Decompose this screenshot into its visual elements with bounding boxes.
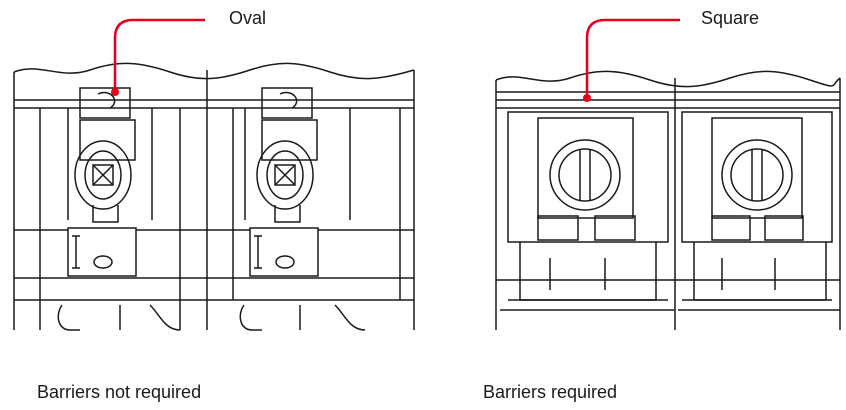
pole-1 bbox=[500, 111, 675, 311]
pole-2 bbox=[207, 87, 414, 331]
right-panel: Square Barriers required bbox=[430, 0, 846, 410]
oval-terminal-drawing bbox=[13, 18, 415, 331]
square-callout-dot bbox=[583, 94, 591, 102]
square-terminal-drawing bbox=[495, 18, 841, 330]
wavy-break-line bbox=[495, 70, 841, 88]
square-callout-line bbox=[585, 18, 680, 98]
oval-callout-line bbox=[113, 18, 205, 92]
pole-2 bbox=[678, 111, 840, 311]
left-panel: Oval Barriers not required bbox=[13, 8, 415, 402]
callout-label-oval: Oval bbox=[229, 8, 267, 28]
oval-callout-dot bbox=[111, 88, 119, 96]
caption-barriers-required: Barriers required bbox=[483, 382, 618, 402]
wavy-break-line bbox=[13, 62, 415, 80]
caption-barriers-not-required: Barriers not required bbox=[37, 382, 202, 402]
callout-label-square: Square bbox=[701, 8, 760, 28]
pole-1 bbox=[14, 87, 207, 331]
